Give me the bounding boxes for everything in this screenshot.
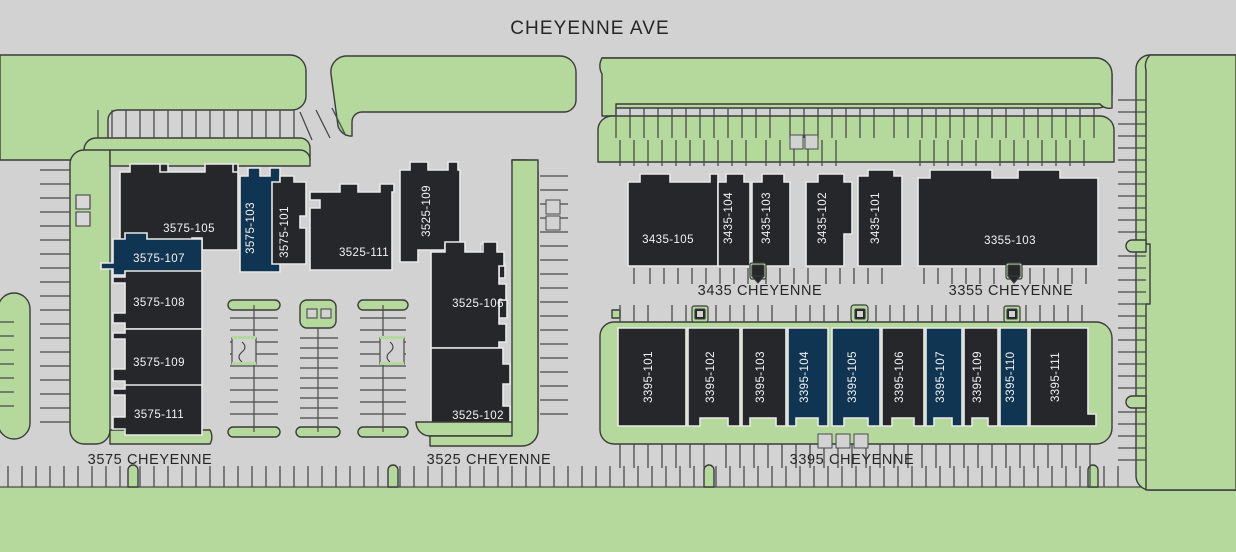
monument-sign-3355[interactable] xyxy=(1005,262,1023,284)
unit-3395-111[interactable] xyxy=(1029,327,1097,427)
unit-3395-105[interactable] xyxy=(831,327,881,427)
unit-3435-101[interactable] xyxy=(857,169,903,267)
label-3575-103: 3575-103 xyxy=(245,202,257,254)
monument-sign-3435[interactable] xyxy=(749,262,767,284)
unit-3435-105[interactable] xyxy=(627,173,719,267)
label-3525-109: 3525-109 xyxy=(421,185,433,237)
label-3395-103: 3395-103 xyxy=(755,351,767,403)
monument-sign-3395-a[interactable] xyxy=(691,305,709,323)
label-3575-107: 3575-107 xyxy=(133,253,185,265)
unit-3575-101[interactable] xyxy=(271,175,307,265)
parking-stalls-ne-lower xyxy=(619,140,1085,166)
label-3435-101: 3435-101 xyxy=(870,192,882,244)
parking-stalls-south xyxy=(7,466,1081,487)
unit-3355-103[interactable] xyxy=(917,169,1099,267)
unit-3395-102[interactable] xyxy=(687,327,741,427)
parking-stalls-nw-angled xyxy=(299,107,347,141)
building-group-3575 xyxy=(100,163,307,436)
parking-stalls-nw-upper xyxy=(97,110,295,138)
label-3575-101: 3575-101 xyxy=(279,206,291,258)
unit-3435-104[interactable] xyxy=(717,173,751,267)
parking-stalls-left-island xyxy=(0,321,14,407)
monument-sign-3395-b[interactable] xyxy=(850,304,869,323)
label-3575-109: 3575-109 xyxy=(133,357,185,369)
address-label-3525: 3525 CHEYENNE xyxy=(427,452,552,468)
building-group-3525 xyxy=(309,161,511,439)
label-3575-105: 3575-105 xyxy=(163,223,215,235)
landscape-3525-east xyxy=(415,159,539,447)
label-3435-103: 3435-103 xyxy=(761,192,773,244)
label-3525-102: 3525-102 xyxy=(452,410,504,422)
label-3395-110: 3395-110 xyxy=(1005,352,1017,403)
building-group-3355 xyxy=(917,169,1099,267)
street-label-cheyenne-ave: CHEYENNE AVE xyxy=(510,18,670,39)
text-layer: CHEYENNE AVE 3575-105 3575-103 3575-101 … xyxy=(88,18,1074,468)
accessible-stall-icons-3575 xyxy=(75,194,91,227)
unit-3395-109[interactable] xyxy=(963,327,999,427)
accessible-stall-icons-3395 xyxy=(817,433,869,449)
label-3575-108: 3575-108 xyxy=(133,297,185,309)
landscape-south xyxy=(0,464,1236,552)
label-3395-104: 3395-104 xyxy=(799,351,811,403)
label-3525-106: 3525-106 xyxy=(452,298,504,310)
unit-3575-111[interactable] xyxy=(112,384,203,436)
unit-3395-101[interactable] xyxy=(617,327,687,427)
parking-stalls-ne-upper xyxy=(615,108,1095,138)
address-label-3435: 3435 CHEYENNE xyxy=(698,283,823,299)
unit-3395-103[interactable] xyxy=(741,327,787,427)
label-3435-102: 3435-102 xyxy=(817,192,829,244)
parking-stalls-3355-front xyxy=(923,268,1087,284)
unit-3395-104[interactable] xyxy=(787,327,829,427)
monument-sign-3395-c[interactable] xyxy=(1003,305,1021,323)
unit-3525-106-main[interactable] xyxy=(430,241,507,349)
parking-stalls-east xyxy=(1089,99,1146,487)
label-3435-105: 3435-105 xyxy=(642,234,694,246)
label-3525-111: 3525-111 xyxy=(339,247,389,259)
unit-3575-103[interactable] xyxy=(239,167,281,273)
accessible-stall-icons-3525 xyxy=(545,199,561,231)
parking-stalls-3395-north xyxy=(619,305,1083,322)
building-group-3435 xyxy=(627,169,903,267)
label-3395-102: 3395-102 xyxy=(705,351,717,403)
landscape-northeast xyxy=(597,57,1115,163)
building-group-3395 xyxy=(617,327,1097,427)
label-3395-106: 3395-106 xyxy=(894,351,906,403)
unit-3395-110[interactable] xyxy=(999,327,1029,427)
parking-stalls-3575-west xyxy=(40,169,70,423)
unit-3575-108[interactable] xyxy=(112,270,203,330)
unit-3525-111[interactable] xyxy=(309,183,395,271)
label-3435-104: 3435-104 xyxy=(723,192,735,244)
unit-3395-106[interactable] xyxy=(881,327,925,427)
accessible-stall-icons-3435 xyxy=(789,134,819,150)
label-3575-111: 3575-111 xyxy=(134,409,184,421)
label-3395-101: 3395-101 xyxy=(643,351,655,403)
landscape-east xyxy=(1135,54,1236,491)
address-label-3395: 3395 CHEYENNE xyxy=(790,452,915,468)
label-3395-111: 3395-111 xyxy=(1050,352,1062,402)
address-label-3575: 3575 CHEYENNE xyxy=(88,452,213,468)
parking-aisles-center xyxy=(227,299,409,438)
unit-3395-107[interactable] xyxy=(925,327,963,427)
unit-3435-102[interactable] xyxy=(805,173,853,267)
label-3395-105: 3395-105 xyxy=(847,351,859,403)
label-3355-103: 3355-103 xyxy=(984,235,1036,247)
parking-stalls-3395-south xyxy=(619,444,1091,468)
unit-3525-109[interactable] xyxy=(399,161,461,263)
label-3395-107: 3395-107 xyxy=(935,351,947,403)
label-3395-109: 3395-109 xyxy=(972,351,984,403)
address-label-3355: 3355 CHEYENNE xyxy=(949,283,1074,299)
unit-3575-109[interactable] xyxy=(112,328,203,388)
